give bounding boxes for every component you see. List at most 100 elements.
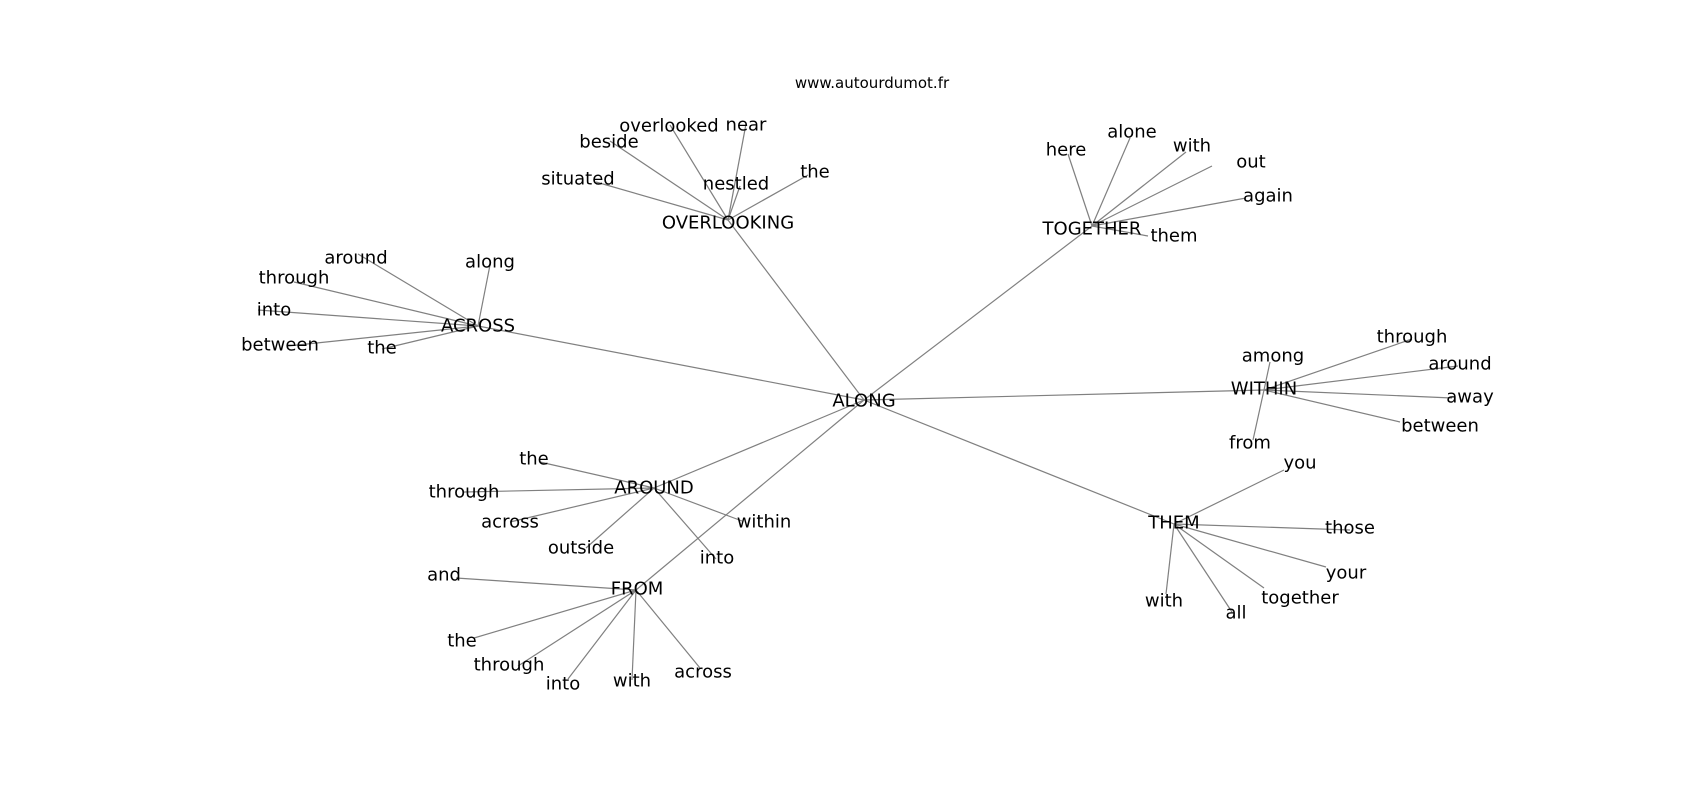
- leaf-word-them-you: you: [1283, 453, 1316, 474]
- edge-center-from: [635, 399, 865, 591]
- edge-together-them: [1091, 225, 1149, 237]
- leaf-word-them-together: together: [1261, 588, 1339, 609]
- leaf-word-overlooking-the: the: [800, 162, 830, 183]
- edge-center-within: [863, 389, 1265, 401]
- edge-center-them: [863, 399, 1175, 525]
- edge-together-with: [1091, 151, 1187, 227]
- edge-within-away: [1263, 389, 1453, 399]
- center-word: ALONG: [832, 391, 895, 412]
- edge-across-along: [477, 264, 491, 327]
- edge-within-from: [1252, 389, 1265, 441]
- edge-across-around: [357, 253, 479, 327]
- leaf-word-overlooking-situated: situated: [541, 169, 614, 190]
- edge-across-through: [293, 281, 479, 327]
- leaf-word-within-away: away: [1446, 387, 1494, 408]
- leaf-word-within-around: around: [1428, 354, 1491, 375]
- edge-from-and: [455, 577, 637, 591]
- hub-word-together: TOGETHER: [1042, 219, 1142, 240]
- leaf-word-around-through: through: [429, 482, 500, 503]
- edge-within-among: [1263, 361, 1271, 391]
- leaf-word-across-around: around: [324, 248, 387, 269]
- edge-from-through: [517, 589, 637, 667]
- leaf-word-overlooking-nestled: nestled: [703, 174, 769, 195]
- edge-overlooking-the: [727, 174, 809, 221]
- edge-around-into: [653, 487, 717, 560]
- leaf-word-them-your: your: [1326, 563, 1367, 584]
- hub-word-them: THEM: [1147, 513, 1199, 534]
- edge-around-outside: [585, 487, 655, 549]
- hub-word-across: ACROSS: [441, 316, 515, 337]
- edge-overlooking-overlooked: [669, 124, 729, 221]
- edge-them-together: [1173, 523, 1265, 589]
- leaf-word-overlooking-overlooked: overlooked: [619, 116, 718, 137]
- edge-within-around: [1263, 365, 1459, 391]
- leaf-word-around-across: across: [481, 512, 539, 533]
- edge-from-with: [631, 589, 637, 681]
- hub-word-within: WITHIN: [1231, 379, 1297, 400]
- edge-them-your: [1173, 523, 1327, 568]
- edge-overlooking-near: [727, 123, 747, 221]
- edge-together-again: [1091, 197, 1247, 227]
- edge-across-between: [287, 325, 479, 347]
- edge-them-you: [1173, 469, 1285, 525]
- edge-within-through: [1263, 338, 1413, 391]
- edge-from-across: [635, 589, 701, 669]
- leaf-word-from-through: through: [474, 655, 545, 676]
- edge-overlooking-situated: [595, 181, 729, 221]
- leaf-word-from-into: into: [546, 674, 580, 695]
- leaf-word-overlooking-beside: beside: [579, 132, 638, 153]
- hub-word-from: FROM: [611, 579, 664, 600]
- leaf-word-from-and: and: [427, 565, 461, 586]
- edge-them-with: [1165, 523, 1175, 595]
- edge-within-between: [1263, 389, 1401, 423]
- edge-around-across: [509, 487, 655, 523]
- leaf-word-together-again: again: [1243, 186, 1293, 207]
- edge-around-through: [463, 487, 655, 493]
- leaf-word-them-all: all: [1225, 603, 1246, 624]
- leaf-word-together-with: with: [1173, 136, 1211, 157]
- hub-word-overlooking: OVERLOOKING: [662, 213, 794, 234]
- edge-center-across: [477, 325, 865, 401]
- edge-from-the: [473, 589, 637, 639]
- edge-together-here: [1067, 153, 1093, 227]
- edge-overlooking-nestled: [727, 185, 741, 221]
- leaf-word-around-the: the: [519, 449, 549, 470]
- edge-across-into: [257, 309, 479, 327]
- leaf-word-across-the: the: [367, 338, 397, 359]
- leaf-word-them-with: with: [1145, 591, 1183, 612]
- leaf-word-together-out: out: [1236, 152, 1265, 173]
- leaf-word-within-among: among: [1242, 346, 1304, 367]
- edges: [257, 123, 1459, 681]
- leaf-word-them-those: those: [1325, 518, 1375, 539]
- leaf-word-within-through: through: [1377, 327, 1448, 348]
- edge-center-overlooking: [727, 219, 865, 401]
- edge-them-those: [1173, 523, 1351, 531]
- leaf-word-across-between: between: [241, 335, 319, 356]
- edge-across-the: [381, 325, 479, 350]
- leaf-word-together-alone: alone: [1107, 122, 1157, 143]
- edge-together-out: [1091, 165, 1213, 227]
- edge-around-within: [653, 487, 743, 522]
- leaf-word-together-here: here: [1046, 140, 1087, 161]
- labels: ALONG OVERLOOKING situated besideoverlooked…: [241, 115, 1494, 695]
- leaf-word-from-the: the: [447, 631, 477, 652]
- edge-from-into: [567, 589, 637, 680]
- leaf-word-together-them: them: [1150, 226, 1197, 247]
- leaf-word-across-through: through: [259, 268, 330, 289]
- edge-center-around: [653, 399, 865, 489]
- edge-together-alone: [1091, 137, 1131, 227]
- leaf-word-around-within: within: [737, 512, 792, 533]
- leaf-word-across-into: into: [257, 300, 291, 321]
- leaf-word-overlooking-near: near: [726, 115, 768, 136]
- source-credit: www.autourdumot.fr: [795, 74, 950, 92]
- edge-overlooking-beside: [609, 140, 729, 221]
- leaf-word-around-into: into: [700, 548, 734, 569]
- leaf-word-around-outside: outside: [548, 538, 614, 559]
- edge-around-the: [539, 461, 655, 489]
- hub-word-around: AROUND: [614, 478, 694, 499]
- leaf-word-from-across: across: [674, 662, 732, 683]
- leaf-word-within-between: between: [1401, 416, 1479, 437]
- edge-them-all: [1173, 523, 1233, 613]
- leaf-word-within-from: from: [1229, 433, 1271, 454]
